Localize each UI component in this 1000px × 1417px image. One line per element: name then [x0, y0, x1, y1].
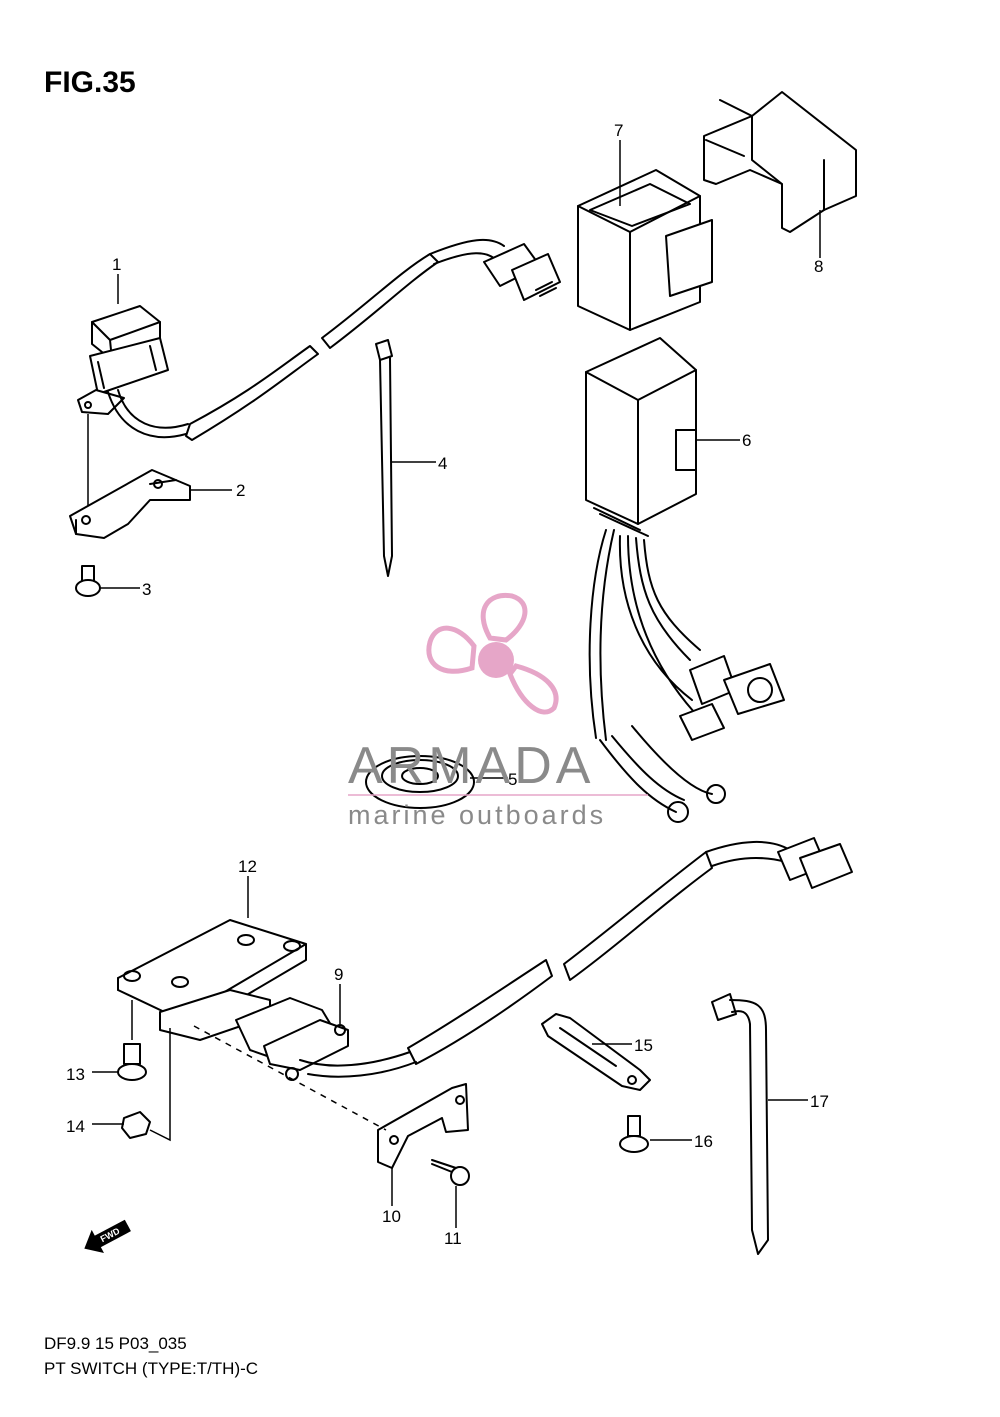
callout-15: 15	[634, 1036, 653, 1055]
callout-17: 17	[810, 1092, 829, 1111]
part-10-bracket: 10	[377, 1083, 469, 1226]
part-16-bolt: 16	[619, 1115, 713, 1153]
callout-5: 5	[508, 770, 517, 789]
figure-title: FIG.35	[44, 66, 136, 99]
part-1-pt-switch: 1	[77, 238, 561, 520]
propeller-logo-icon	[426, 592, 559, 715]
callout-6: 6	[742, 431, 751, 450]
part-7-cover: 7	[577, 121, 713, 331]
part-11-screw: 11	[431, 1159, 470, 1248]
part-13-bolt: 13	[66, 1000, 147, 1084]
part-17-cable-tie: 17	[711, 993, 829, 1255]
callout-16: 16	[694, 1132, 713, 1151]
part-2-bracket: 2	[69, 469, 245, 539]
watermark-brand: ARMADA	[348, 737, 594, 795]
part-8-holder: 8	[703, 91, 857, 276]
callout-11: 11	[444, 1229, 462, 1248]
part-6-relay: 6	[585, 337, 785, 823]
part-3-screw: 3	[75, 565, 151, 599]
figure-caption: PT SWITCH (TYPE:T/TH)-C	[44, 1359, 258, 1378]
callout-12: 12	[238, 857, 257, 876]
callout-10: 10	[382, 1207, 401, 1226]
callout-7: 7	[614, 121, 623, 140]
part-4-cable-tie: 4	[375, 339, 447, 577]
watermark-logo	[426, 592, 559, 715]
fwd-arrow-icon: FWD	[84, 1219, 131, 1253]
callout-4: 4	[438, 454, 447, 473]
model-code: DF9.9 15 P03_035	[44, 1334, 187, 1353]
callout-14: 14	[66, 1117, 85, 1136]
callout-1: 1	[112, 255, 121, 274]
callout-8: 8	[814, 257, 823, 276]
callout-9: 9	[334, 965, 343, 984]
callout-2: 2	[236, 481, 245, 500]
part-15-strap: 15	[541, 1013, 653, 1091]
part-9-switch-harness: 9	[159, 837, 853, 1081]
callout-3: 3	[142, 580, 151, 599]
part-14-nut: 14	[66, 1028, 171, 1142]
callout-13: 13	[66, 1065, 85, 1084]
watermark-tagline: marine outboards	[348, 800, 606, 830]
